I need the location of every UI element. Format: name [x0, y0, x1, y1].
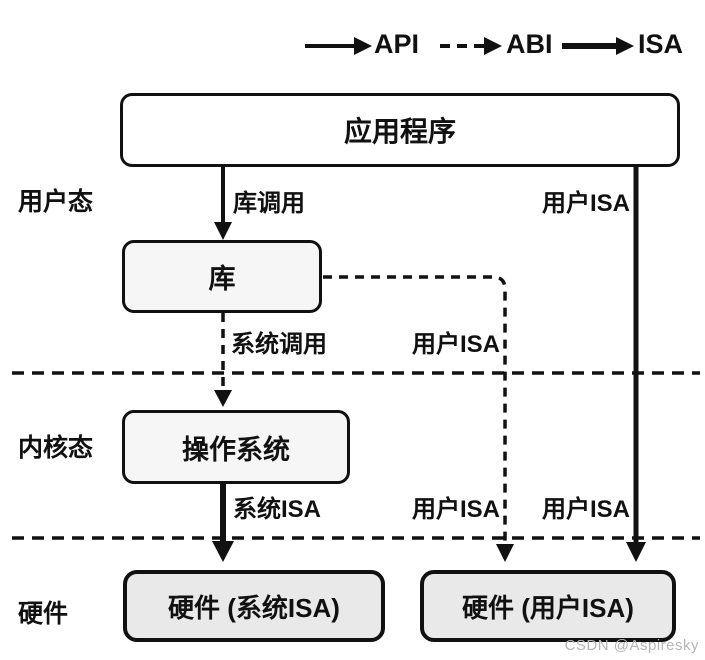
edge-label-library-call: 库调用 — [233, 190, 305, 217]
legend-thick-arrow-icon — [562, 37, 634, 55]
legend-label-api: API — [374, 29, 420, 59]
layer-label-kernel-mode: 内核态 — [18, 434, 94, 462]
arrow-user-isa-from-library — [323, 275, 514, 562]
edge-label-system-call: 系统调用 — [231, 331, 327, 358]
edge-label-user-isa-mid: 用户ISA — [411, 331, 500, 358]
legend-label-abi: ABI — [506, 29, 553, 59]
layer-label-hardware: 硬件 — [18, 600, 69, 628]
box-operating-system: 操作系统 — [122, 410, 350, 484]
box-library: 库 — [122, 240, 322, 313]
legend-solid-arrow-icon — [305, 37, 372, 55]
edge-label-user-isa-lower-right: 用户ISA — [542, 496, 631, 523]
box-hardware-user-isa: 硬件 (用户ISA) — [420, 570, 676, 642]
legend-dashed-arrow-icon — [440, 37, 502, 55]
legend-label-isa: ISA — [638, 29, 684, 59]
arrow-user-isa-from-app — [626, 166, 646, 562]
edge-label-system-isa: 系统ISA — [233, 496, 322, 523]
edge-label-user-isa-lower-left: 用户ISA — [411, 496, 500, 523]
box-application: 应用程序 — [120, 93, 680, 167]
arrow-system-isa — [212, 484, 234, 562]
csdn-watermark: CSDN @Aspiresky — [564, 637, 699, 654]
box-hardware-system-isa: 硬件 (系统ISA) — [123, 570, 385, 642]
arrow-library-call — [214, 166, 232, 240]
arrow-system-call — [214, 313, 232, 407]
layer-label-user-mode: 用户态 — [18, 188, 94, 216]
edge-label-user-isa-top: 用户ISA — [541, 190, 630, 217]
